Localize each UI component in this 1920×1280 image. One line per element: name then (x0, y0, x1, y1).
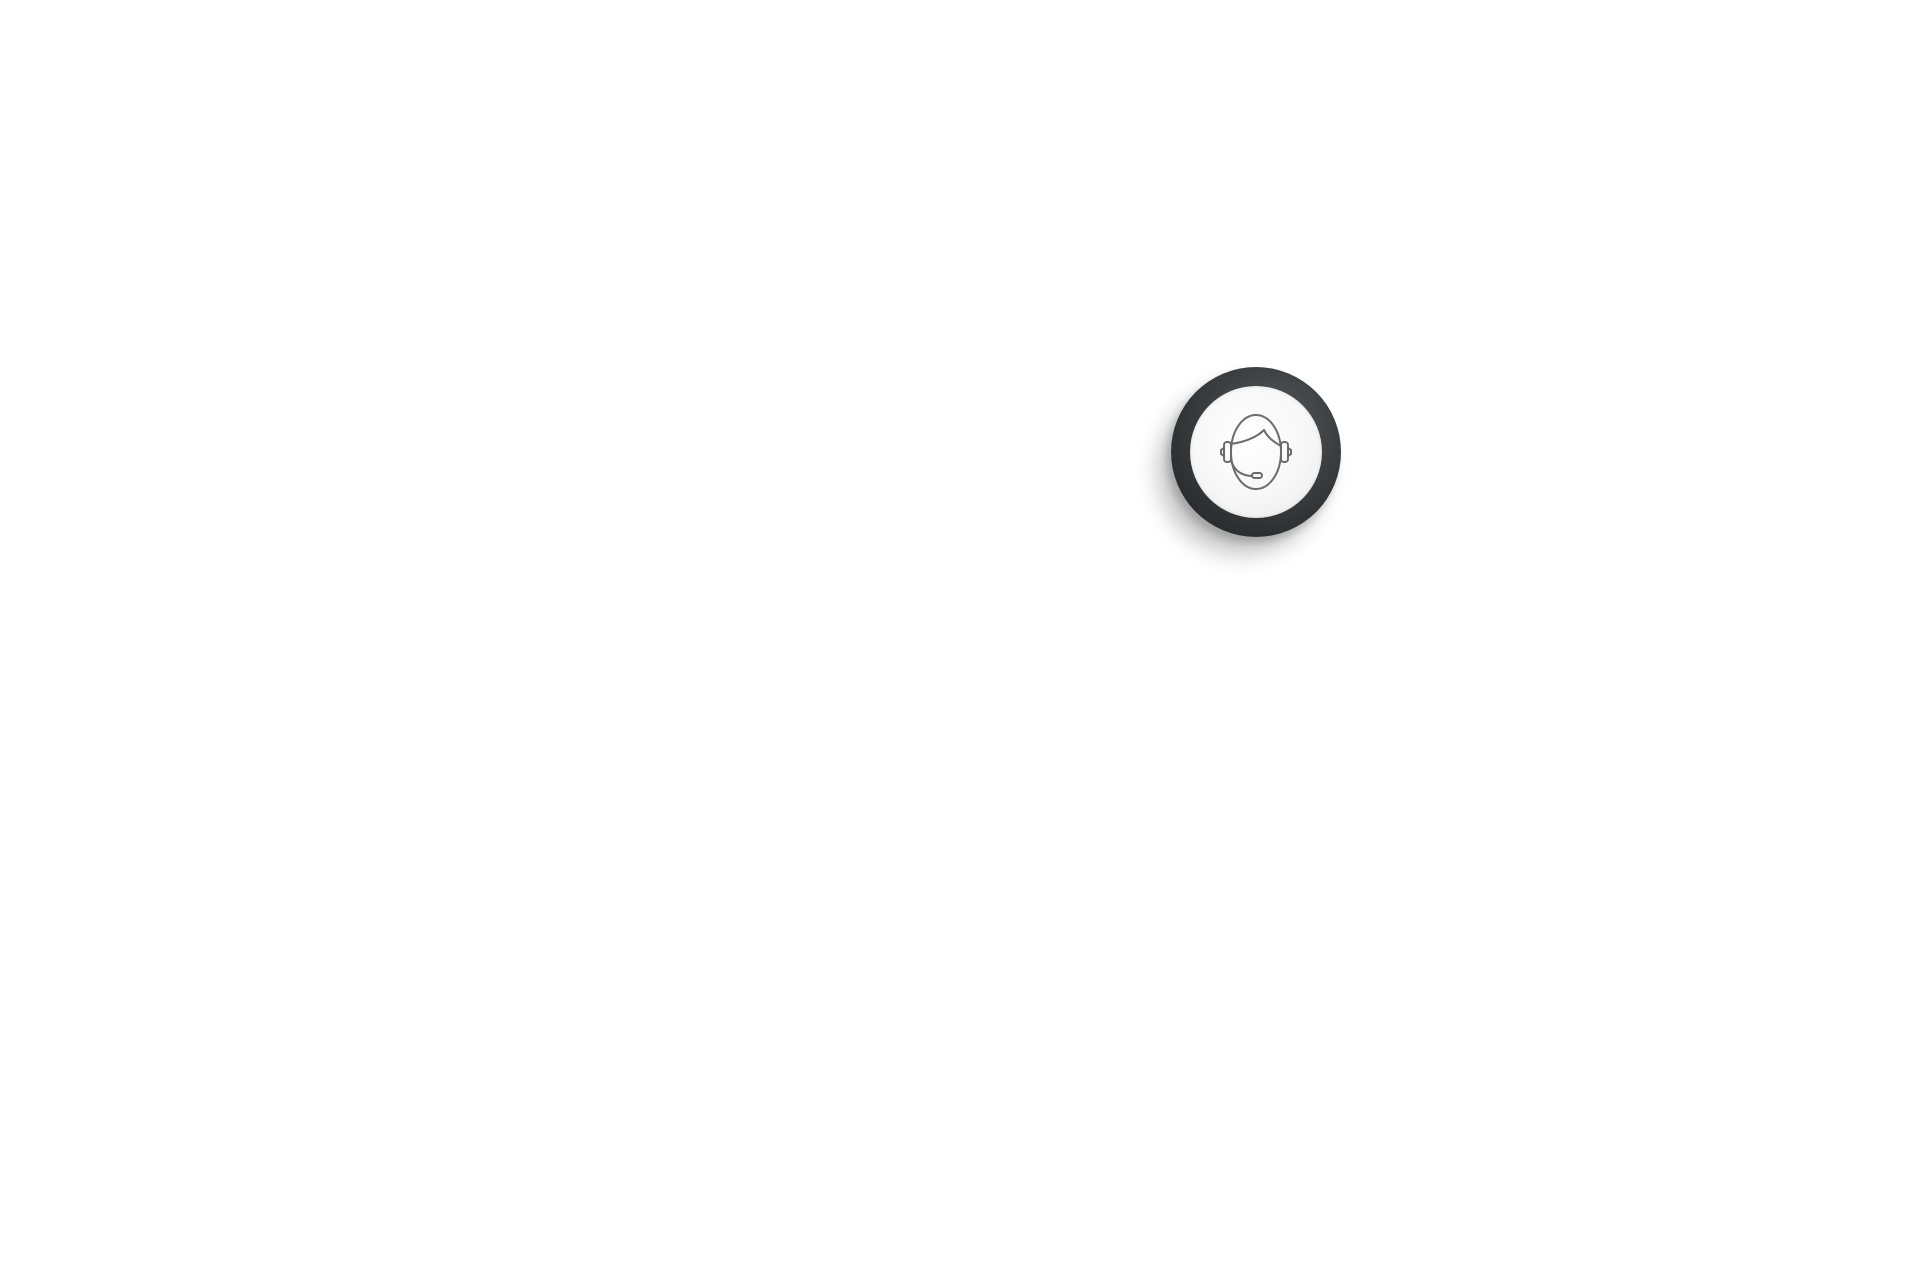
headset-agent-icon (1220, 414, 1292, 490)
support-agent-button[interactable] (1171, 367, 1341, 537)
support-button-face[interactable] (1190, 386, 1322, 518)
